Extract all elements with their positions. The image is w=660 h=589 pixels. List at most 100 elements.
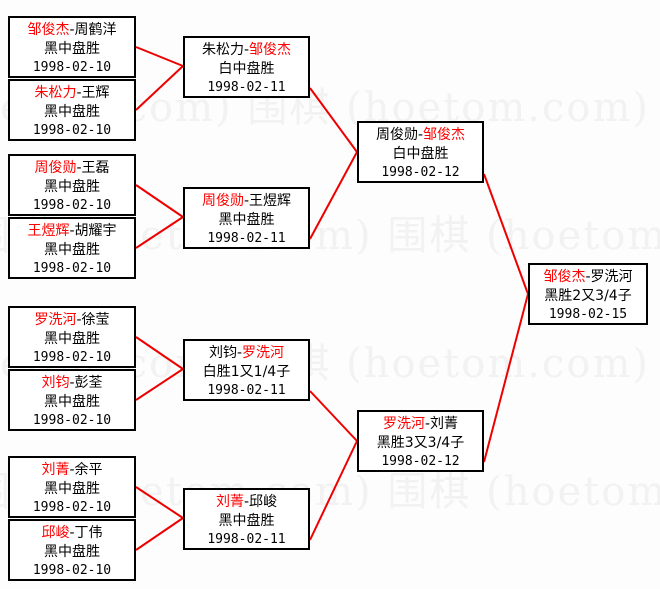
player-winner: 周俊勋 — [34, 160, 77, 176]
player-loser: 余平 — [74, 462, 103, 478]
match-date: 1998-02-10 — [32, 413, 112, 428]
match-box-r3-2[interactable]: 罗洗河-刘菁 黑胜3又3/4子 1998-02-12 — [357, 410, 484, 472]
player-loser: 刘钧 — [208, 345, 237, 361]
match-box-r1-7[interactable]: 刘菁-余平 黑中盘胜 1998-02-10 — [8, 456, 136, 518]
player-separator: - — [69, 525, 75, 541]
player-winner: 邹俊杰 — [27, 22, 70, 38]
player-separator: - — [76, 312, 82, 328]
match-date: 1998-02-10 — [32, 261, 112, 276]
player-winner: 罗洗河 — [242, 345, 285, 361]
match-date: 1998-02-11 — [207, 383, 286, 398]
match-players: 周俊勋-王煜辉 — [185, 192, 308, 211]
match-box-r1-4[interactable]: 王煜辉-胡耀宇 黑中盘胜 1998-02-10 — [8, 217, 136, 279]
match-players: 邹俊杰-周鹤洋 — [10, 21, 134, 40]
match-box-r2-3[interactable]: 刘钧-罗洗河 白胜1又1/4子 1998-02-11 — [183, 339, 310, 401]
player-winner: 罗洗河 — [34, 312, 77, 328]
player-separator: - — [69, 223, 75, 239]
player-loser: 彭荃 — [74, 375, 103, 391]
match-date: 1998-02-10 — [32, 350, 112, 365]
match-date: 1998-02-10 — [32, 563, 112, 578]
connector-line — [309, 440, 358, 541]
match-box-final[interactable]: 邹俊杰-罗洗河 黑胜2又3/4子 1998-02-15 — [528, 263, 648, 325]
player-loser: 邱峻 — [249, 494, 278, 510]
player-loser: 朱松力 — [201, 42, 244, 58]
player-loser: 王煜辉 — [249, 193, 292, 209]
player-separator: - — [76, 85, 82, 101]
match-box-r1-3[interactable]: 周俊勋-王磊 黑中盘胜 1998-02-10 — [8, 154, 136, 216]
player-loser: 周俊勋 — [375, 127, 418, 143]
match-date: 1998-02-10 — [32, 198, 112, 213]
player-separator: - — [243, 193, 250, 209]
match-date: 1998-02-12 — [381, 165, 460, 180]
player-separator: - — [76, 160, 82, 176]
match-players: 邹俊杰-罗洗河 — [530, 268, 646, 287]
match-players: 周俊勋-王磊 — [10, 159, 134, 178]
match-date: 1998-02-12 — [381, 454, 460, 469]
player-winner: 邹俊杰 — [249, 42, 292, 58]
connector-group-r2-r3 — [309, 87, 358, 541]
match-date: 1998-02-11 — [207, 231, 286, 246]
connector-line — [309, 87, 358, 153]
match-result: 黑中盘胜 — [44, 41, 100, 57]
connector-group-r3-final — [483, 173, 529, 463]
match-date: 1998-02-10 — [32, 60, 112, 75]
match-date: 1998-02-10 — [32, 500, 112, 515]
match-players: 邱峻-丁伟 — [10, 524, 134, 543]
match-box-r3-1[interactable]: 周俊勋-邹俊杰 白中盘胜 1998-02-12 — [357, 121, 484, 183]
match-result: 黑中盘胜 — [44, 179, 100, 195]
connector-line — [483, 293, 529, 463]
player-loser: 王辉 — [81, 85, 110, 101]
match-players: 罗洗河-刘菁 — [359, 415, 482, 434]
match-players: 刘菁-邱峻 — [185, 493, 308, 512]
player-loser: 胡耀宇 — [74, 223, 117, 239]
match-box-r1-1[interactable]: 邹俊杰-周鹤洋 黑中盘胜 1998-02-10 — [8, 16, 136, 78]
player-loser: 刘菁 — [430, 416, 459, 432]
player-loser: 丁伟 — [74, 525, 103, 541]
player-separator: - — [69, 22, 75, 38]
player-separator: - — [243, 42, 250, 58]
match-box-r1-2[interactable]: 朱松力-王辉 黑中盘胜 1998-02-10 — [8, 79, 136, 141]
player-winner: 邹俊杰 — [423, 127, 466, 143]
player-separator: - — [236, 345, 243, 361]
match-box-r1-8[interactable]: 邱峻-丁伟 黑中盘胜 1998-02-10 — [8, 519, 136, 581]
connector-group-r1-r2 — [135, 46, 184, 551]
match-players: 刘菁-余平 — [10, 461, 134, 480]
match-box-r1-5[interactable]: 罗洗河-徐莹 黑中盘胜 1998-02-10 — [8, 306, 136, 368]
connector-line — [135, 517, 184, 551]
player-winner: 邱峻 — [41, 525, 70, 541]
match-players: 周俊勋-邹俊杰 — [359, 126, 482, 145]
connector-line — [309, 390, 358, 442]
player-winner: 邹俊杰 — [543, 269, 586, 285]
player-loser: 王磊 — [81, 160, 110, 176]
player-winner: 朱松力 — [34, 85, 77, 101]
connector-line — [135, 216, 184, 249]
player-winner: 刘菁 — [41, 462, 70, 478]
match-result: 黑中盘胜 — [44, 481, 100, 497]
match-players: 刘钧-彭荃 — [10, 374, 134, 393]
player-separator: - — [69, 462, 75, 478]
connector-line — [135, 184, 184, 218]
match-date: 1998-02-11 — [207, 532, 286, 547]
connector-line — [483, 173, 529, 295]
player-separator: - — [69, 375, 75, 391]
match-date: 1998-02-10 — [32, 123, 112, 138]
match-box-r1-6[interactable]: 刘钧-彭荃 黑中盘胜 1998-02-10 — [8, 369, 136, 431]
match-box-r2-1[interactable]: 朱松力-邹俊杰 白中盘胜 1998-02-11 — [183, 36, 310, 98]
match-players: 罗洗河-徐莹 — [10, 311, 134, 330]
match-result: 黑中盘胜 — [44, 104, 100, 120]
match-date: 1998-02-15 — [548, 307, 628, 322]
connector-line — [135, 486, 184, 519]
match-players: 朱松力-邹俊杰 — [185, 41, 308, 60]
match-result: 黑中盘胜 — [44, 394, 100, 410]
connector-line — [309, 151, 358, 240]
match-box-r2-2[interactable]: 周俊勋-王煜辉 黑中盘胜 1998-02-11 — [183, 187, 310, 249]
match-players: 王煜辉-胡耀宇 — [10, 222, 134, 241]
match-result: 黑中盘胜 — [218, 212, 275, 228]
match-result: 黑中盘胜 — [218, 513, 275, 529]
connector-line — [135, 368, 184, 401]
match-players: 朱松力-王辉 — [10, 84, 134, 103]
match-box-r2-4[interactable]: 刘菁-邱峻 黑中盘胜 1998-02-11 — [183, 488, 310, 550]
player-winner: 刘钧 — [41, 375, 70, 391]
match-result: 黑中盘胜 — [44, 544, 100, 560]
